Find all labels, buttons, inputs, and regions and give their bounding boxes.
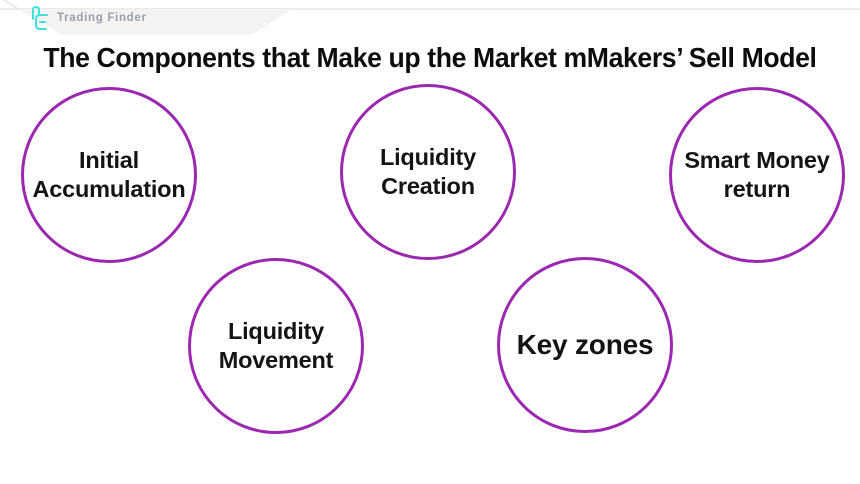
node-label-line: Key zones (516, 328, 654, 360)
diagram-node-initial-accumulation: Initial Accumulation (21, 87, 197, 263)
node-label: Liquidity Movement (219, 317, 334, 374)
node-label-line: Liquidity (379, 144, 477, 171)
diagram-node-liquidity-creation: Liquidity Creation (340, 84, 516, 260)
badge-edge-sliver (3, 0, 19, 10)
page-title-text: The Components that Make up the Market m… (43, 42, 817, 73)
node-label-line: Accumulation (32, 176, 186, 202)
node-label: Initial Accumulation (33, 146, 186, 203)
node-label-line: Initial (79, 147, 139, 174)
node-label-line: return (723, 176, 791, 202)
brand-lockup: Trading Finder (30, 4, 147, 32)
node-label-line: Movement (218, 347, 334, 373)
brand-name: Trading Finder (57, 12, 147, 24)
diagram-node-liquidity-movement: Liquidity Movement (188, 258, 364, 434)
node-label-line: Liquidity (227, 318, 325, 345)
badge-shape (18, 9, 292, 35)
node-label: Key zones (517, 328, 654, 362)
diagram-node-key-zones: Key zones (497, 257, 673, 433)
node-label: Smart Money return (684, 146, 830, 203)
page-title: The Components that Make up the Market m… (0, 42, 860, 74)
node-label-line: Creation (381, 173, 475, 199)
node-label-line: Smart Money (684, 147, 830, 174)
header-divider (0, 8, 860, 10)
node-label: Liquidity Creation (380, 143, 476, 200)
logo-badge (3, 0, 292, 35)
trading-finder-logo-icon (32, 6, 48, 30)
diagram-node-smart-money-return: Smart Money return (669, 87, 845, 263)
